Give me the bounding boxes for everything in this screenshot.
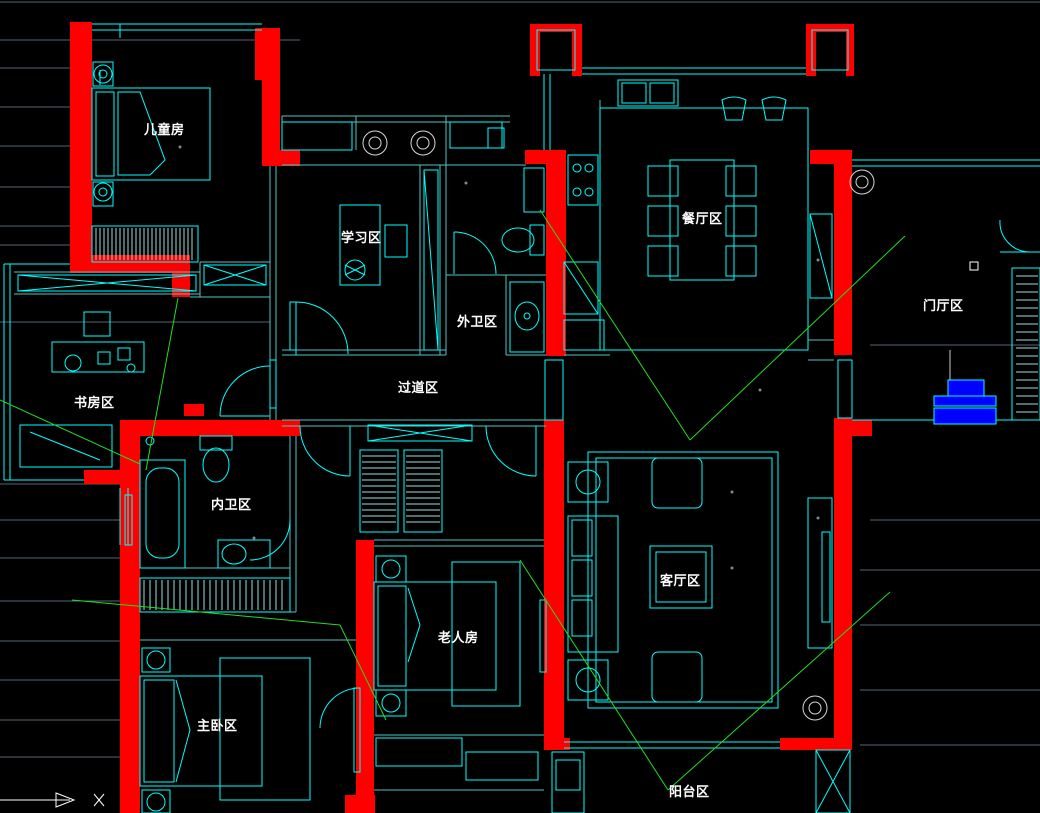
label-living: 客厅区 — [660, 574, 701, 589]
book-room-desk — [19, 311, 145, 468]
living-room-set — [567, 451, 779, 709]
potted-plant-icon — [362, 130, 875, 721]
cabinets — [91, 225, 1040, 613]
outer-bath-fixtures — [487, 127, 545, 353]
ucs-axis-icon — [0, 792, 105, 808]
label-kids-room: 儿童房 — [144, 123, 185, 138]
walls — [70, 22, 872, 813]
master-bed — [139, 647, 311, 813]
elder-bed — [373, 555, 521, 717]
inner-bath-fixtures — [139, 435, 271, 569]
kids-bed — [91, 61, 211, 207]
label-foyer: 门厅区 — [923, 299, 964, 314]
study-desk — [339, 204, 408, 286]
label-book-room: 书房区 — [74, 396, 115, 411]
label-inner-bath: 内卫区 — [211, 498, 252, 513]
foyer-bench — [933, 261, 997, 425]
sliding-tracks — [17, 121, 853, 773]
label-outer-bath: 外卫区 — [457, 315, 498, 330]
label-master-bedroom: 主卧区 — [197, 719, 238, 734]
label-balcony: 阳台区 — [669, 785, 710, 800]
label-study: 学习区 — [341, 231, 382, 246]
kitchen-fixtures — [567, 79, 787, 206]
label-dining: 餐厅区 — [682, 212, 723, 227]
dining-set — [599, 107, 809, 351]
door-swings — [219, 219, 1040, 729]
leader-lines — [0, 209, 906, 791]
grip-points — [178, 145, 820, 570]
label-elder-room: 老人房 — [438, 631, 479, 646]
label-corridor: 过道区 — [398, 381, 439, 396]
balcony-items — [375, 737, 851, 813]
cabinet-hatching — [95, 228, 1038, 610]
